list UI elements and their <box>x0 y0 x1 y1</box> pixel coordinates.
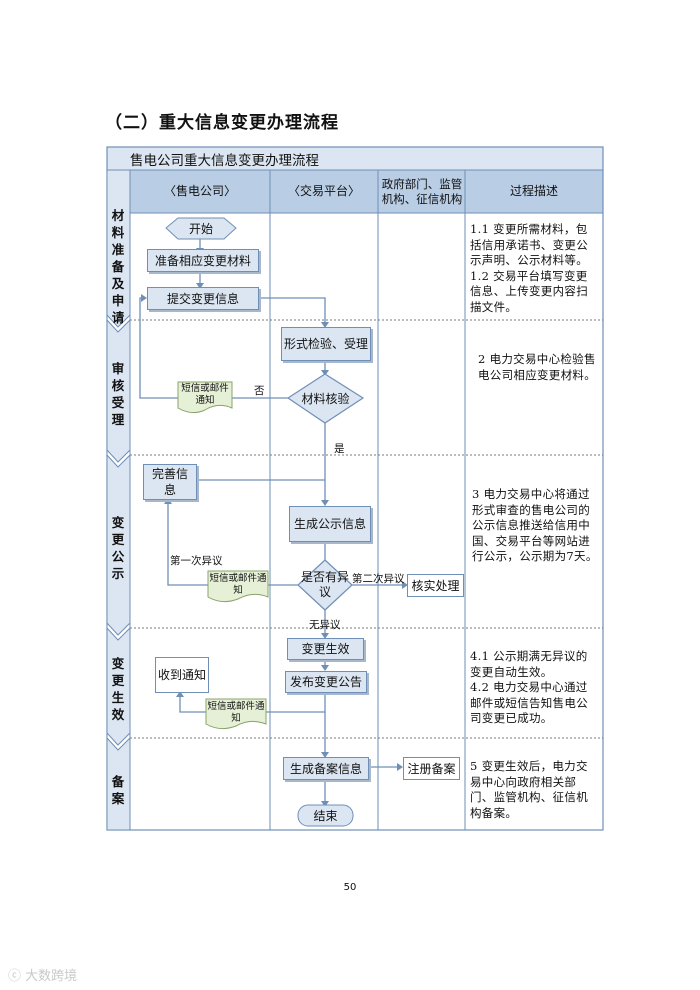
column-header-platform: 〈交易平台〉 <box>287 184 360 198</box>
table-title: 售电公司重大信息变更办理流程 <box>130 153 319 169</box>
watermark: ⓒ 大数跨境 <box>8 965 77 984</box>
stage-label-prepare: 材料准备及申请 <box>111 208 125 325</box>
stage-description-3: 3 电力交易中心将通过形式审查的售电公司的公示信息推送给信用中国、交易平台等网站… <box>472 487 598 563</box>
watermark-text: 大数跨境 <box>25 969 78 984</box>
notify1-doc <box>177 381 233 414</box>
section-heading: （二）重大信息变更办理流程 <box>105 113 339 133</box>
edge-label-second-objection: 第二次异议 <box>352 573 405 585</box>
edge-label-no: 否 <box>254 385 265 397</box>
received-notice-node: 收到通知 <box>155 657 209 693</box>
notify-doc-1: 短信或邮件通知 <box>181 383 229 406</box>
notify3-doc <box>205 698 267 730</box>
publish-announcement-node: 发布变更公告 <box>285 671 367 693</box>
edge-label-yes: 是 <box>334 443 345 455</box>
column-header-description: 过程描述 <box>509 184 558 198</box>
column-header-sales: 〈售电公司〉 <box>163 184 236 198</box>
stage-description-1: 1.1 变更所需材料，包括信用承诺书、变更公示声明、公示材料等。 1.2 交易平… <box>470 222 588 314</box>
stage-label-effective: 变更生效 <box>111 656 125 722</box>
edge-label-no-objection: 无异议 <box>309 619 341 631</box>
objection-node: 是否有异议 <box>301 570 350 599</box>
generate-record-node: 生成备案信息 <box>283 757 369 780</box>
formal-check-node: 形式检验、受理 <box>281 327 371 361</box>
review-diamond <box>286 373 365 424</box>
stage-label-publicize: 变更公示 <box>111 514 125 581</box>
start-node: 开始 <box>188 222 213 236</box>
watermark-logo-icon: ⓒ <box>8 969 26 984</box>
generate-publicity-node: 生成公示信息 <box>289 506 371 542</box>
column-header-government: 政府部门、监管机构、征信机构 <box>381 176 463 206</box>
edge-label-first-objection: 第一次异议 <box>170 555 223 567</box>
submit-info-node: 提交变更信息 <box>147 287 259 310</box>
stage-description-5: 5 变更生效后，电力交易中心向政府相关部门、监管机构、征信机构备案。 <box>470 759 588 820</box>
notify-doc-2: 短信或邮件通知 <box>209 573 267 596</box>
improve-info-node: 完善信息 <box>143 464 197 500</box>
end-shape <box>297 804 354 827</box>
stage-description-2: 2 电力交易中心检验售电公司相应变更材料。 <box>478 352 596 382</box>
stage-description-4: 4.1 公示期满无异议的变更自动生效。 4.2 电力交易中心通过邮件或短信告知售… <box>470 649 588 725</box>
page-number: 50 <box>343 882 357 893</box>
start-shape <box>165 217 237 240</box>
stage-label-record: 备案 <box>111 774 125 806</box>
stage-label-review: 审核受理 <box>111 360 125 427</box>
end-node: 结束 <box>313 809 338 823</box>
register-record-node: 注册备案 <box>403 757 460 780</box>
objection-diamond <box>297 559 353 611</box>
verify-node: 核实处理 <box>407 574 464 597</box>
material-review-node: 材料核验 <box>301 391 350 406</box>
notify2-doc <box>207 570 269 603</box>
prepare-materials-node: 准备相应变更材料 <box>147 249 259 272</box>
change-effective-node: 变更生效 <box>287 638 364 660</box>
notify-doc-3: 短信或邮件通知 <box>207 701 265 724</box>
